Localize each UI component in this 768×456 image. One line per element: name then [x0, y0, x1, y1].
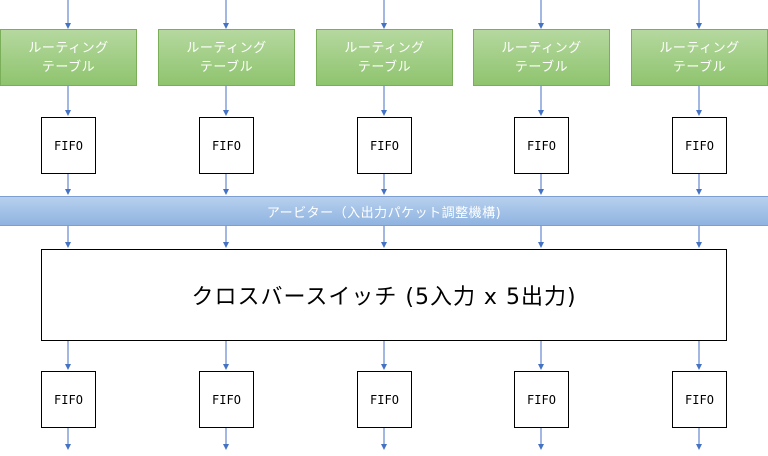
routing-table-label-line1: ルーティング — [659, 40, 740, 56]
routing-table-label-line1: ルーティング — [28, 40, 109, 56]
routing-table-label-line1: ルーティング — [344, 40, 425, 56]
input-fifo-1: FIFO — [41, 117, 96, 174]
input-fifo-3: FIFO — [357, 117, 412, 174]
routing-table-3: ルーティング テーブル — [316, 29, 453, 86]
input-fifo-4: FIFO — [514, 117, 569, 174]
routing-table-label-line2: テーブル — [199, 59, 254, 75]
output-fifo-3: FIFO — [357, 371, 412, 428]
output-fifo-4: FIFO — [514, 371, 569, 428]
routing-table-label-line2: テーブル — [41, 59, 96, 75]
routing-table-label-line2: テーブル — [514, 59, 569, 75]
routing-table-1: ルーティング テーブル — [0, 29, 137, 86]
routing-table-2: ルーティング テーブル — [158, 29, 295, 86]
routing-table-label-line1: ルーティング — [186, 40, 267, 56]
routing-table-5: ルーティング テーブル — [631, 29, 768, 86]
routing-table-label-line2: テーブル — [672, 59, 727, 75]
output-fifo-5: FIFO — [672, 371, 727, 428]
output-fifo-1: FIFO — [41, 371, 96, 428]
crossbar-label: クロスバースイッチ (5入力 x 5出力) — [191, 285, 577, 310]
input-fifo-5: FIFO — [672, 117, 727, 174]
routing-table-4: ルーティング テーブル — [473, 29, 610, 86]
arbiter-label: アービター（入出力パケット調整機構) — [266, 205, 502, 221]
arbiter-bar: アービター（入出力パケット調整機構) — [0, 196, 768, 226]
input-fifo-2: FIFO — [199, 117, 254, 174]
routing-table-label-line1: ルーティング — [501, 40, 582, 56]
output-fifo-2: FIFO — [199, 371, 254, 428]
routing-table-label-line2: テーブル — [357, 59, 412, 75]
crossbar-switch: クロスバースイッチ (5入力 x 5出力) — [41, 249, 727, 341]
